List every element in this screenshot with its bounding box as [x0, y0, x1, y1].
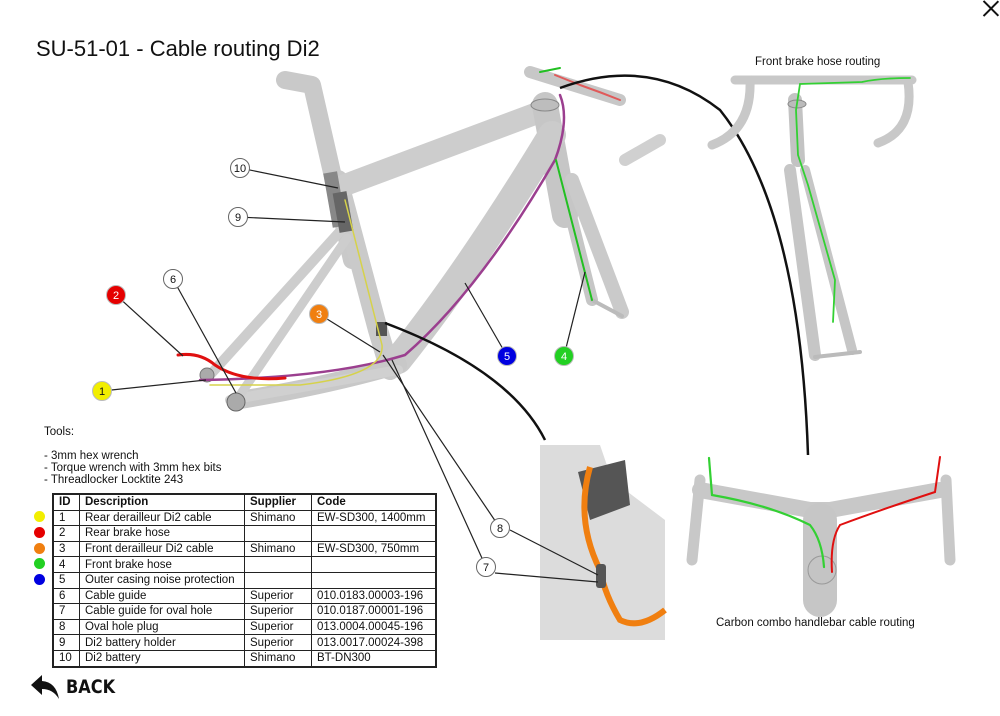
cell-code: [311, 525, 437, 542]
tools-heading: Tools:: [44, 426, 75, 438]
cell-code: 013.0017.00024-398: [311, 634, 437, 651]
header-code: Code: [311, 493, 437, 511]
tools-section: Tools: - 3mm hex wrench - Torque wrench …: [44, 426, 221, 486]
back-label: BACK: [66, 676, 116, 698]
cell-id: 1: [52, 509, 80, 527]
cell-id: 4: [52, 556, 80, 573]
leader-arcs: [384, 74, 810, 456]
front-brake-inset: [707, 75, 917, 361]
rear-brake-hose-end: [176, 353, 287, 381]
bike-frame: [199, 66, 666, 412]
tool-item: - Threadlocker Locktite 243: [44, 474, 184, 486]
cell-id: 5: [52, 571, 80, 589]
cell-code: BT-DN300: [311, 649, 437, 668]
legend-dot: [34, 542, 45, 554]
front-brake-hose-route: [555, 159, 593, 301]
cell-code: 013.0004.00045-196: [311, 618, 437, 636]
cell-id: 3: [52, 540, 80, 558]
table-header-row: ID Description Supplier Code: [52, 493, 437, 511]
cell-id: 10: [52, 649, 80, 668]
cell-description: Cable guide for oval hole: [79, 603, 245, 620]
cell-supplier: Shimano: [244, 649, 312, 668]
cable-routes: [176, 67, 621, 386]
cell-code: EW-SD300, 1400mm: [311, 509, 437, 527]
cell-code: [311, 556, 437, 573]
cell-description: Cable guide: [79, 587, 245, 605]
legend-dot: [34, 558, 45, 570]
rear-brake-hose-route: [198, 93, 566, 382]
cell-description: Di2 battery: [79, 649, 245, 668]
tool-item: - Torque wrench with 3mm hex bits: [44, 462, 222, 474]
cell-supplier: Superior: [244, 603, 312, 620]
cell-description: Di2 battery holder: [79, 634, 245, 651]
cell-description: Outer casing noise protection: [79, 571, 245, 589]
header-description: Description: [79, 493, 245, 511]
tool-item: - 3mm hex wrench: [44, 450, 139, 462]
cell-id: 7: [52, 603, 80, 620]
cell-supplier: Superior: [244, 634, 312, 651]
cell-code: 010.0183.00003-196: [311, 587, 437, 605]
handlebar-inset: [686, 456, 956, 617]
di2-cable-route: [209, 199, 383, 386]
legend-dot: [34, 574, 45, 586]
cell-supplier: [244, 556, 312, 573]
cell-description: Oval hole plug: [79, 618, 245, 636]
cell-code: 010.0187.00001-196: [311, 603, 437, 620]
cell-description: Front brake hose: [79, 556, 245, 573]
header-id: ID: [52, 493, 80, 511]
front-brake-caption: Front brake hose routing: [755, 56, 881, 68]
handlebar-caption: Carbon combo handlebar cable routing: [716, 617, 915, 629]
back-button[interactable]: BACK: [30, 674, 124, 700]
cell-description: Front derailleur Di2 cable: [79, 540, 245, 558]
cell-supplier: [244, 525, 312, 542]
page-title: SU-51-01 - Cable routing Di2: [36, 36, 320, 61]
cell-supplier: Shimano: [244, 509, 312, 527]
cell-id: 6: [52, 587, 80, 605]
cell-supplier: Superior: [244, 587, 312, 605]
cell-supplier: Shimano: [244, 540, 312, 558]
cell-id: 2: [52, 525, 80, 542]
header-supplier: Supplier: [244, 493, 312, 511]
callout-leaders: [101, 167, 599, 583]
legend-dot: [34, 511, 45, 522]
cell-description: Rear brake hose: [79, 525, 245, 542]
cell-id: 9: [52, 634, 80, 651]
cell-supplier: Superior: [244, 618, 312, 636]
legend-dot: [34, 526, 45, 538]
cell-code: EW-SD300, 750mm: [311, 540, 437, 558]
cell-description: Rear derailleur Di2 cable: [79, 509, 245, 527]
cell-code: [311, 571, 437, 589]
battery-closeup-inset: [540, 445, 667, 640]
cell-supplier: [244, 571, 312, 589]
back-arrow-icon: [31, 675, 59, 699]
cell-id: 8: [52, 618, 80, 636]
